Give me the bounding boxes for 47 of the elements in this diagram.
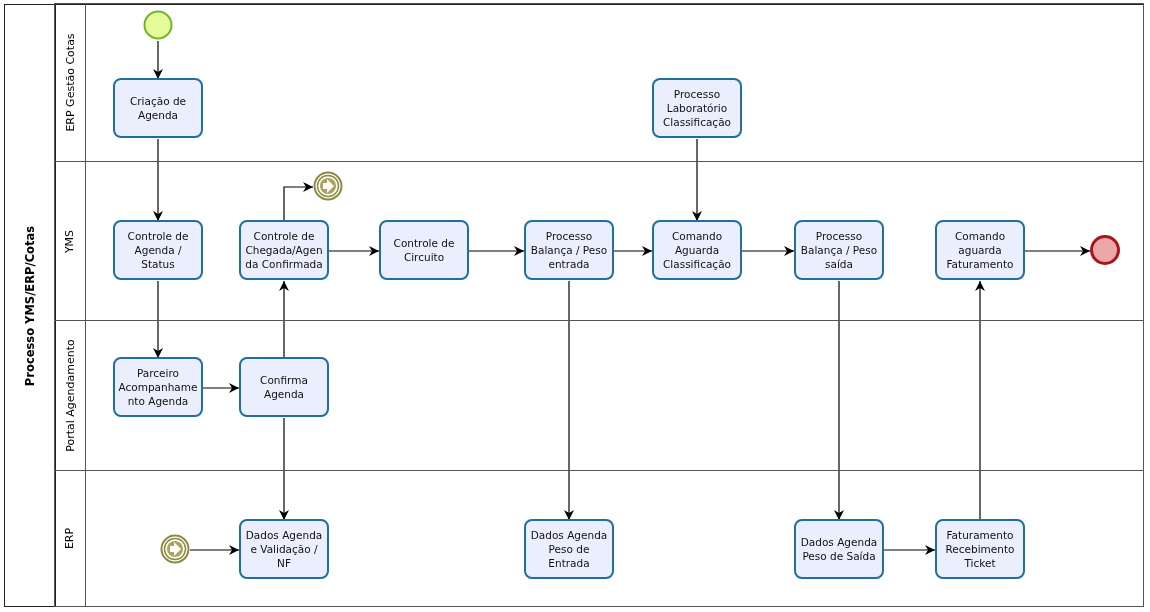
pool-frame: [4, 4, 1144, 607]
lane-label: Portal Agendamento: [63, 339, 77, 452]
lane-label: YMS: [63, 229, 77, 253]
sequence-flow-arrow: [279, 417, 289, 521]
sequence-flow-arrow: [153, 138, 163, 222]
sequence-flow-arrow: [883, 545, 936, 555]
sequence-flow-arrow: [468, 246, 525, 256]
swimlane: [54, 161, 1144, 321]
sequence-flow-arrow: [202, 383, 240, 393]
swimlane: [54, 320, 1144, 471]
task-box: Dados Agenda e Validação / NF: [239, 519, 329, 579]
sequence-flow-arrow: [564, 280, 574, 521]
task-box: Dados Agenda Peso de Entrada: [524, 519, 614, 579]
start-event-circle: [143, 10, 173, 40]
lane-label: ERP Gestão Cotas: [63, 33, 77, 132]
task-box: Processo Balança / Peso saída: [794, 220, 884, 280]
swimlane: [54, 3, 1144, 162]
sequence-flow-arrow: [834, 280, 844, 521]
sequence-flow-arrow: [692, 138, 702, 222]
task-box: Comando Aguarda Classificação: [652, 220, 742, 280]
end-event-circle: [1090, 235, 1120, 265]
sequence-flow-arrow: [975, 280, 985, 521]
sequence-flow-arrow: [741, 246, 795, 256]
sequence-flow-arrow: [153, 280, 163, 359]
lane-label: ERP: [63, 527, 77, 550]
task-box: Controle de Circuito: [379, 220, 469, 280]
sequence-flow-arrow: [1024, 246, 1091, 256]
sequence-flow-arrow: [328, 246, 380, 256]
task-box: Controle de Agenda / Status: [113, 220, 203, 280]
sequence-flow-arrow: [153, 40, 163, 80]
swimlane: [54, 470, 1144, 607]
task-box: Comando aguarda Faturamento: [935, 220, 1025, 280]
task-box: Confirma Agenda: [239, 357, 329, 417]
task-box: Criação de Agenda: [113, 78, 203, 138]
pool-title: Processo YMS/ERP/Cotas: [23, 225, 37, 386]
task-box: Controle de Chegada/Agenda Confirmada: [239, 220, 329, 280]
sequence-flow-arrow: [283, 182, 314, 222]
sequence-flow-arrow: [189, 545, 240, 555]
task-box: Processo Balança / Peso entrada: [524, 220, 614, 280]
task-box: Faturamento Recebimento Ticket: [935, 519, 1025, 579]
link-event-icon: [160, 534, 190, 564]
sequence-flow-arrow: [279, 280, 289, 359]
task-box: Dados Agenda Peso de Saída: [794, 519, 884, 579]
link-event-icon: [313, 171, 343, 201]
task-box: Processo Laboratório Classificação: [652, 78, 742, 138]
task-box: Parceiro Acompanhamento Agenda: [113, 357, 203, 417]
sequence-flow-arrow: [613, 246, 653, 256]
